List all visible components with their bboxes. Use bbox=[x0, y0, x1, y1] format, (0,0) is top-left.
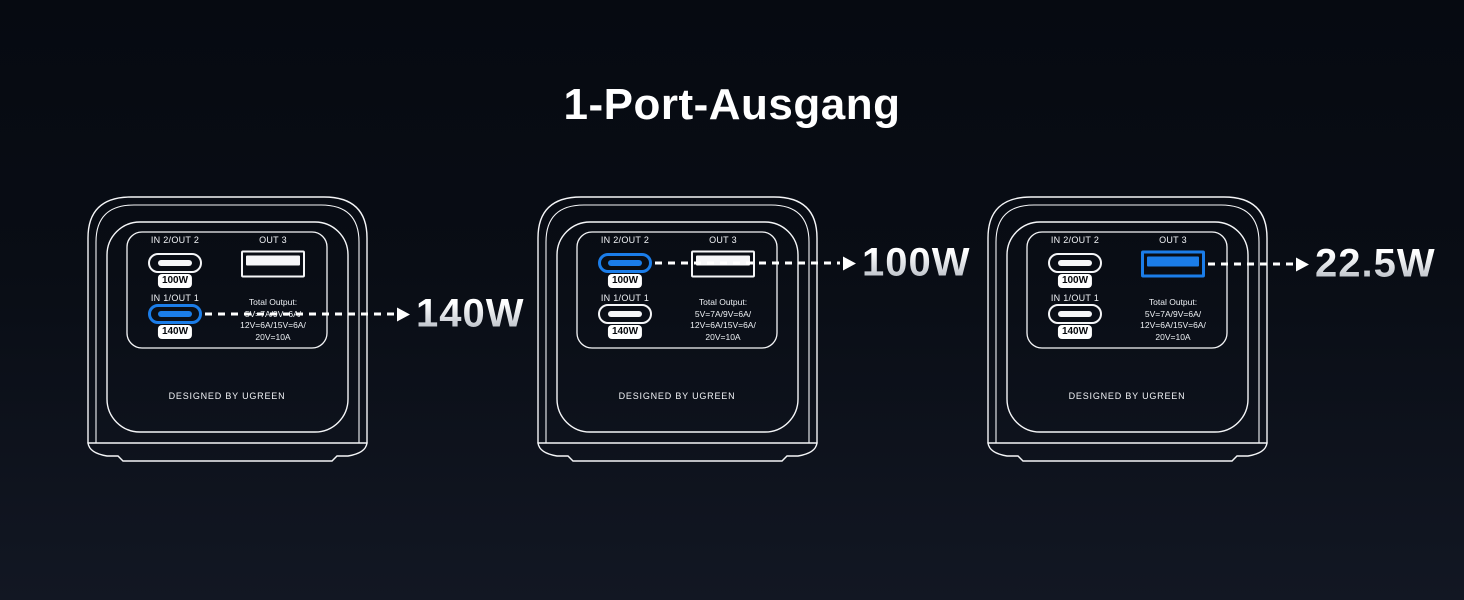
spec-line: Total Output: bbox=[248, 297, 298, 307]
spec-line: Total Output: bbox=[698, 297, 748, 307]
port-label-out3: OUT 3 bbox=[259, 235, 287, 245]
usb-a-port-out3 bbox=[1141, 250, 1205, 278]
callout-value-100w: 100W bbox=[862, 240, 971, 285]
charger-outline bbox=[537, 196, 818, 462]
usb-c-port-in2-out2 bbox=[148, 253, 202, 273]
usb-c-pin-slot bbox=[1058, 311, 1092, 317]
spec-line: 12V=6A/15V=6A/ bbox=[690, 320, 756, 330]
dashed-line bbox=[655, 261, 840, 265]
spec-line: 20V=10A bbox=[705, 331, 741, 342]
arrowhead-icon bbox=[397, 307, 410, 321]
usb-c-pin-slot bbox=[158, 311, 192, 317]
designed-by-footer: DESIGNED BY UGREEN bbox=[618, 391, 736, 401]
power-badge-100w: 100W bbox=[157, 274, 193, 288]
usb-c-port-in2-out2 bbox=[1048, 253, 1102, 273]
usb-c-port-in1-out1 bbox=[148, 304, 202, 324]
port-label-in1-out1: IN 1/OUT 1 bbox=[600, 293, 650, 303]
port-label-out3: OUT 3 bbox=[709, 235, 737, 245]
usb-c-pin-slot bbox=[608, 260, 642, 266]
usb-a-port-out3 bbox=[241, 250, 305, 278]
usb-c-pin-slot bbox=[158, 260, 192, 266]
power-badge-100w: 100W bbox=[607, 274, 643, 288]
total-output-spec: Total Output: 5V=7A/9V=6A/ 12V=6A/15V=6A… bbox=[668, 297, 778, 343]
usb-a-tongue bbox=[246, 255, 300, 266]
port-label-in2-out2: IN 2/OUT 2 bbox=[150, 235, 200, 245]
spec-line: 12V=6A/15V=6A/ bbox=[1140, 320, 1206, 330]
arrowhead-icon bbox=[843, 256, 856, 270]
usb-c-port-in2-out2 bbox=[598, 253, 652, 273]
charger-device-1: IN 2/OUT 2 100W IN 1/OUT 1 140W OUT 3 To… bbox=[85, 190, 370, 462]
spec-line: 12V=6A/15V=6A/ bbox=[240, 320, 306, 330]
callout-22-5w: 22.5W bbox=[1208, 242, 1436, 287]
port-label-out3: OUT 3 bbox=[1159, 235, 1187, 245]
designed-by-footer: DESIGNED BY UGREEN bbox=[1068, 391, 1186, 401]
spec-line: 5V=7A/9V=6A/ bbox=[1144, 308, 1202, 319]
arrowhead-icon bbox=[1296, 257, 1309, 271]
spec-line: 5V=7A/9V=6A/ bbox=[694, 308, 752, 319]
port-label-in2-out2: IN 2/OUT 2 bbox=[1050, 235, 1100, 245]
total-output-spec: Total Output: 5V=7A/9V=6A/ 12V=6A/15V=6A… bbox=[1118, 297, 1228, 343]
spec-line: 20V=10A bbox=[1155, 331, 1191, 342]
spec-line: 20V=10A bbox=[255, 331, 291, 342]
dashed-line bbox=[205, 312, 394, 316]
charger-outline bbox=[87, 196, 368, 462]
callout-value-22-5w: 22.5W bbox=[1315, 241, 1436, 286]
power-badge-140w: 140W bbox=[1057, 325, 1093, 339]
usb-c-port-in1-out1 bbox=[598, 304, 652, 324]
charger-device-3: IN 2/OUT 2 100W IN 1/OUT 1 140W OUT 3 To… bbox=[985, 190, 1270, 462]
charger-device-2: IN 2/OUT 2 100W IN 1/OUT 1 140W OUT 3 To… bbox=[535, 190, 820, 462]
spec-line: Total Output: bbox=[1148, 297, 1198, 307]
usb-c-port-in1-out1 bbox=[1048, 304, 1102, 324]
callout-100w: 100W bbox=[655, 241, 971, 286]
usb-a-tongue bbox=[1147, 256, 1199, 267]
power-badge-140w: 140W bbox=[157, 325, 193, 339]
designed-by-footer: DESIGNED BY UGREEN bbox=[168, 391, 286, 401]
power-badge-140w: 140W bbox=[607, 325, 643, 339]
usb-a-tongue bbox=[696, 255, 750, 266]
port-label-in2-out2: IN 2/OUT 2 bbox=[600, 235, 650, 245]
dashed-line bbox=[1208, 262, 1293, 266]
page-title: 1-Port-Ausgang bbox=[563, 80, 901, 129]
port-label-in1-out1: IN 1/OUT 1 bbox=[1050, 293, 1100, 303]
usb-c-pin-slot bbox=[608, 311, 642, 317]
callout-140w: 140W bbox=[205, 292, 525, 337]
port-label-in1-out1: IN 1/OUT 1 bbox=[150, 293, 200, 303]
usb-c-pin-slot bbox=[1058, 260, 1092, 266]
callout-value-140w: 140W bbox=[416, 291, 525, 336]
charger-outline bbox=[987, 196, 1268, 462]
power-badge-100w: 100W bbox=[1057, 274, 1093, 288]
